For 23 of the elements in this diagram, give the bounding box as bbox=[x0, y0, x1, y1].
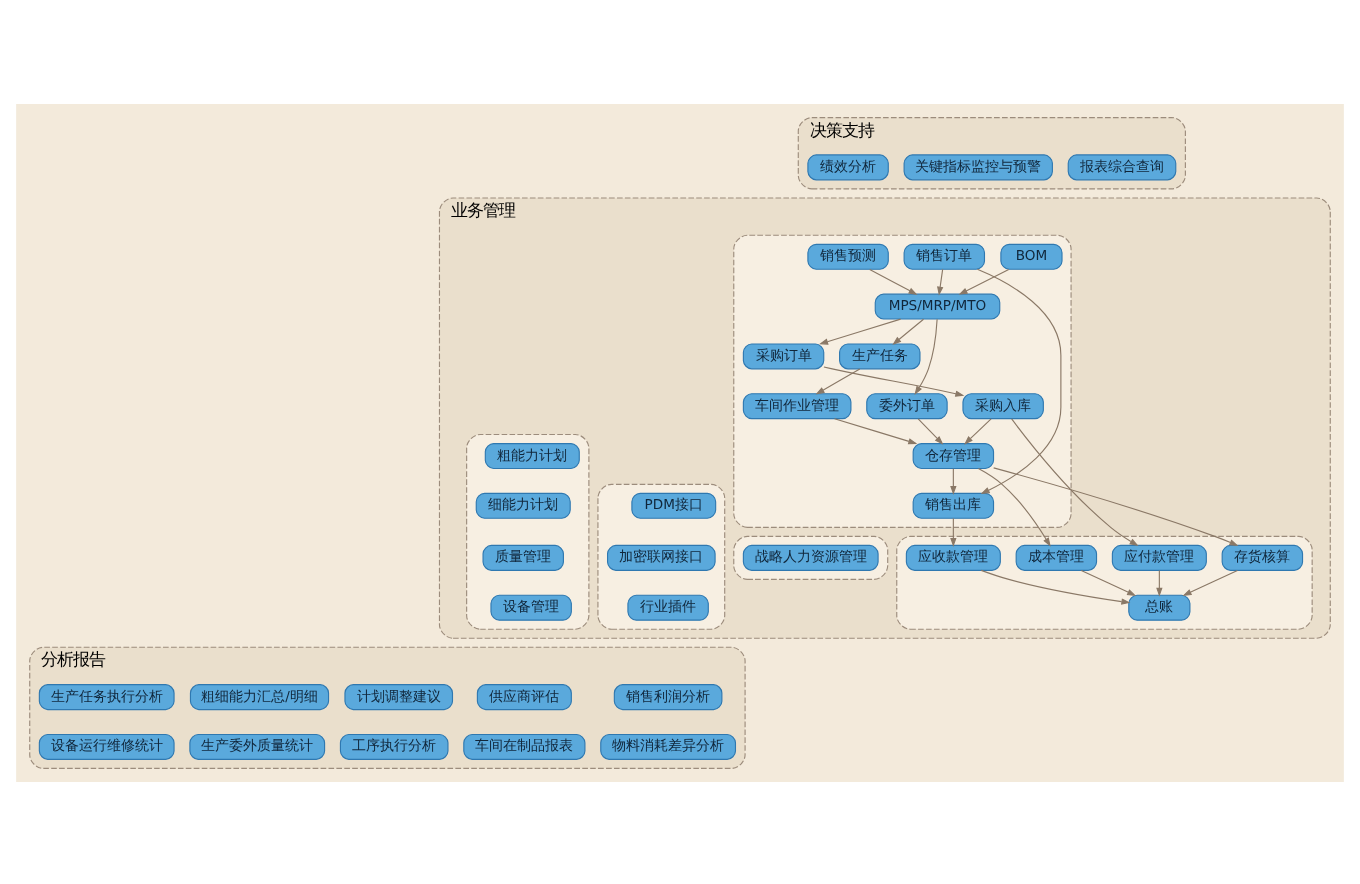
arrow bbox=[914, 317, 938, 394]
arrow bbox=[1182, 568, 1238, 595]
arrow bbox=[958, 267, 1010, 294]
arrow bbox=[819, 317, 902, 344]
arrow bbox=[950, 516, 957, 546]
arrow bbox=[980, 568, 1131, 604]
cluster bbox=[466, 432, 590, 629]
arrow bbox=[993, 466, 1239, 545]
arrow bbox=[1080, 568, 1137, 595]
arrow bbox=[869, 267, 918, 294]
arrow bbox=[937, 267, 944, 295]
cluster bbox=[733, 233, 1072, 527]
arrow bbox=[823, 365, 965, 396]
cluster bbox=[597, 482, 726, 629]
arrow bbox=[1011, 417, 1139, 546]
arrow bbox=[815, 367, 861, 394]
arrow bbox=[977, 467, 1051, 546]
arrow bbox=[976, 267, 1062, 494]
arrow bbox=[917, 417, 944, 444]
arrow bbox=[834, 417, 918, 444]
arrow bbox=[892, 317, 925, 344]
arrow bbox=[964, 417, 992, 444]
cluster bbox=[733, 534, 889, 579]
